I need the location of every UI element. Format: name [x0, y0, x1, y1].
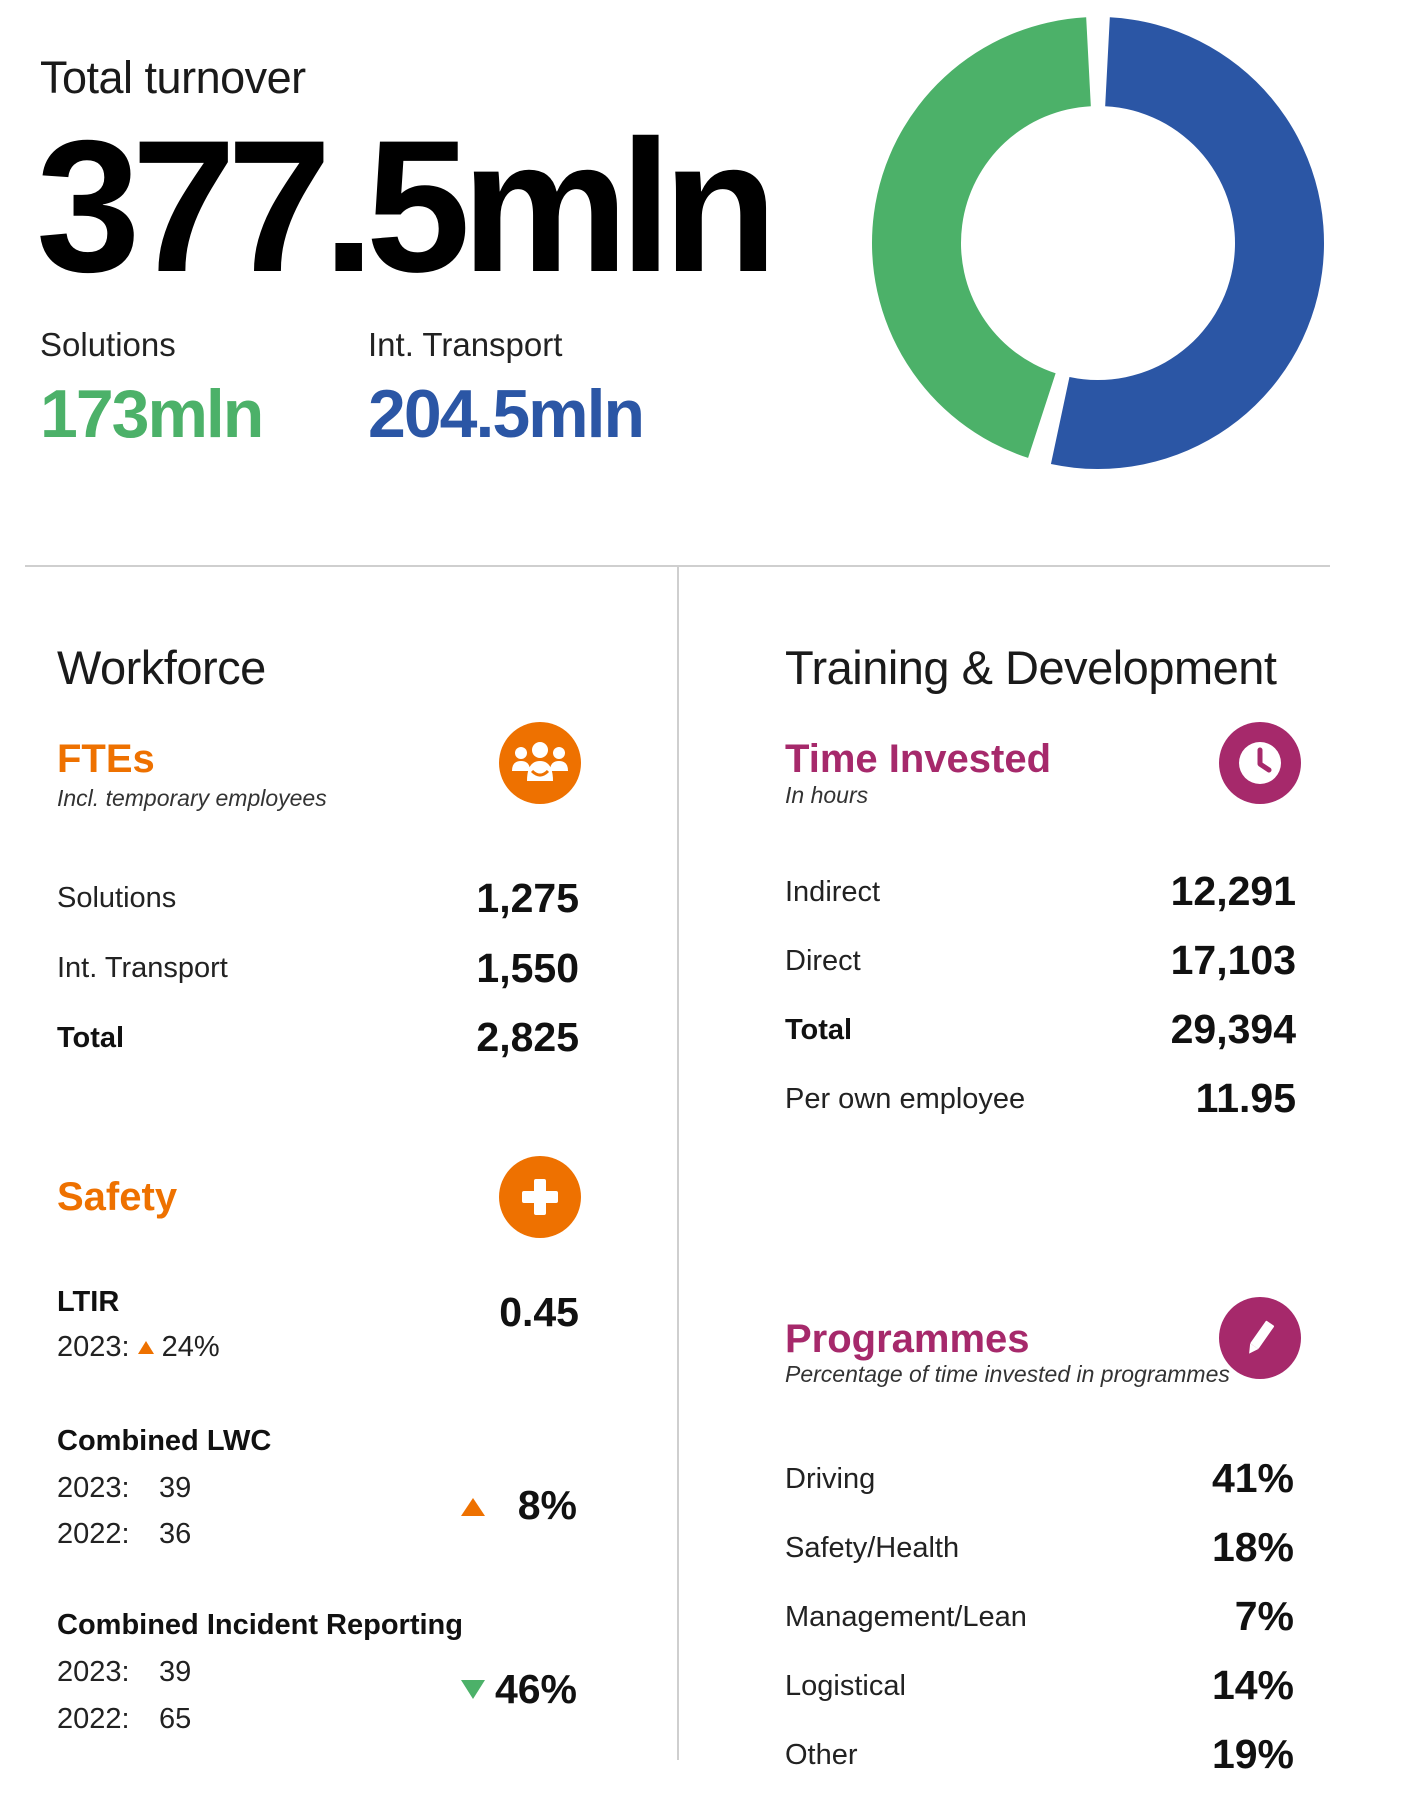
- people-icon: [499, 722, 581, 804]
- time-label-total: Total: [785, 1014, 853, 1046]
- lwc-year-2022: 2022:: [57, 1518, 130, 1550]
- solutions-turnover-value: 173mln: [40, 376, 264, 452]
- safety-heading: Safety: [57, 1175, 178, 1219]
- turnover-label: Total turnover: [40, 52, 306, 103]
- ftes-heading: FTEs: [57, 737, 155, 781]
- fte-value-solutions: 1,275: [476, 875, 579, 921]
- time-value-total: 29,394: [1170, 1006, 1296, 1052]
- programme-label-safety-health: Safety/Health: [785, 1532, 960, 1564]
- time-label-indirect: Indirect: [785, 876, 881, 908]
- up-arrow-icon: [461, 1498, 485, 1516]
- lwc-change: 8%: [517, 1482, 577, 1528]
- lwc-value-2022: 36: [159, 1518, 192, 1550]
- incident-label: Combined Incident Reporting: [57, 1609, 463, 1641]
- lwc-label: Combined LWC: [57, 1425, 272, 1457]
- transport-turnover-value: 204.5mln: [368, 376, 645, 452]
- programme-label-logistical: Logistical: [785, 1670, 906, 1702]
- donut-segment-transport: [1050, 17, 1324, 469]
- time-label-direct: Direct: [785, 945, 861, 977]
- incident-value-2022: 65: [159, 1703, 192, 1735]
- donut-segments: [872, 17, 1324, 469]
- fte-label-total: Total: [57, 1022, 125, 1054]
- turnover-donut: [872, 17, 1324, 469]
- up-arrow-icon: [137, 1341, 154, 1354]
- pencil-icon: [1219, 1297, 1301, 1379]
- programme-value-other: 19%: [1211, 1731, 1294, 1777]
- programme-label-other: Other: [785, 1739, 858, 1771]
- time-value-per-employee: 11.95: [1195, 1075, 1296, 1121]
- ltir-change: 24%: [161, 1331, 220, 1363]
- training-title: Training & Development: [785, 641, 1277, 694]
- down-arrow-icon: [461, 1680, 485, 1699]
- programmes-note: Percentage of time invested in programme…: [785, 1361, 1230, 1387]
- time-value-direct: 17,103: [1170, 937, 1296, 983]
- fte-value-transport: 1,550: [476, 945, 579, 991]
- ftes-note: Incl. temporary employees: [57, 785, 327, 811]
- clock-icon: [1219, 722, 1301, 804]
- donut-segment-solutions: [872, 17, 1091, 458]
- programme-value-driving: 41%: [1211, 1455, 1294, 1501]
- programme-value-management-lean: 7%: [1234, 1593, 1294, 1639]
- programme-label-driving: Driving: [785, 1463, 876, 1495]
- ltir-year-label: 2023:: [57, 1331, 130, 1363]
- fte-label-transport: Int. Transport: [57, 952, 228, 984]
- incident-value-2023: 39: [159, 1656, 192, 1688]
- transport-turnover-label: Int. Transport: [368, 326, 563, 363]
- fte-label-solutions: Solutions: [57, 882, 177, 914]
- programme-value-logistical: 14%: [1211, 1662, 1294, 1708]
- time-label-per-employee: Per own employee: [785, 1083, 1026, 1115]
- ltir-label: LTIR: [57, 1286, 120, 1318]
- incident-year-2023: 2023:: [57, 1656, 130, 1688]
- ltir-change-row: 2023: 24%: [57, 1331, 220, 1364]
- lwc-year-2023: 2023:: [57, 1472, 130, 1504]
- time-invested-note: In hours: [785, 782, 869, 808]
- incident-change: 46%: [494, 1666, 577, 1712]
- turnover-value: 377.5mln: [36, 101, 778, 311]
- incident-year-2022: 2022:: [57, 1703, 130, 1735]
- programmes-heading: Programmes: [785, 1317, 1030, 1361]
- lwc-value-2023: 39: [159, 1472, 192, 1504]
- ltir-value: 0.45: [499, 1289, 579, 1335]
- programme-value-safety-health: 18%: [1211, 1524, 1294, 1570]
- plus-icon: [499, 1156, 581, 1238]
- time-value-indirect: 12,291: [1170, 868, 1296, 914]
- vertical-divider: [677, 565, 679, 1760]
- time-invested-heading: Time Invested: [785, 737, 1052, 781]
- programme-label-management-lean: Management/Lean: [785, 1601, 1027, 1633]
- workforce-title: Workforce: [57, 641, 266, 694]
- fte-value-total: 2,825: [476, 1014, 579, 1060]
- solutions-turnover-label: Solutions: [40, 326, 176, 363]
